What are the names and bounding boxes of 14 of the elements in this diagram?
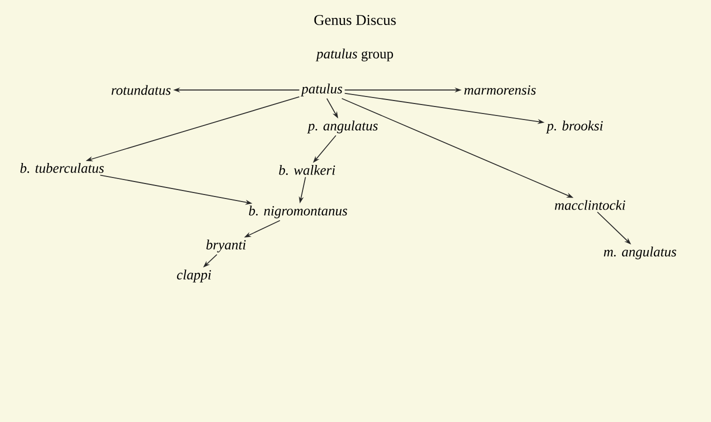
taxon-name: b. nigromontanus [249,206,348,218]
taxon-name: m. angulatus [604,246,676,260]
taxon-name: macclintocki [554,200,626,210]
title: Genus Discus [314,15,396,26]
taxon-name: clappi [177,270,212,282]
taxon-name: rotundatus [112,85,171,95]
taxon-name: bryanti [206,240,246,252]
taxon-name: marmorensis [464,85,536,95]
taxon-name: b. tuberculatus [20,163,104,173]
group-heading: patulus group [316,48,394,62]
taxon-name: p. brooksi [546,120,603,134]
taxon-name: p. angulatus [307,120,378,134]
taxon-name: b. walkeri [279,165,336,175]
taxon-name: patulus [300,84,342,96]
